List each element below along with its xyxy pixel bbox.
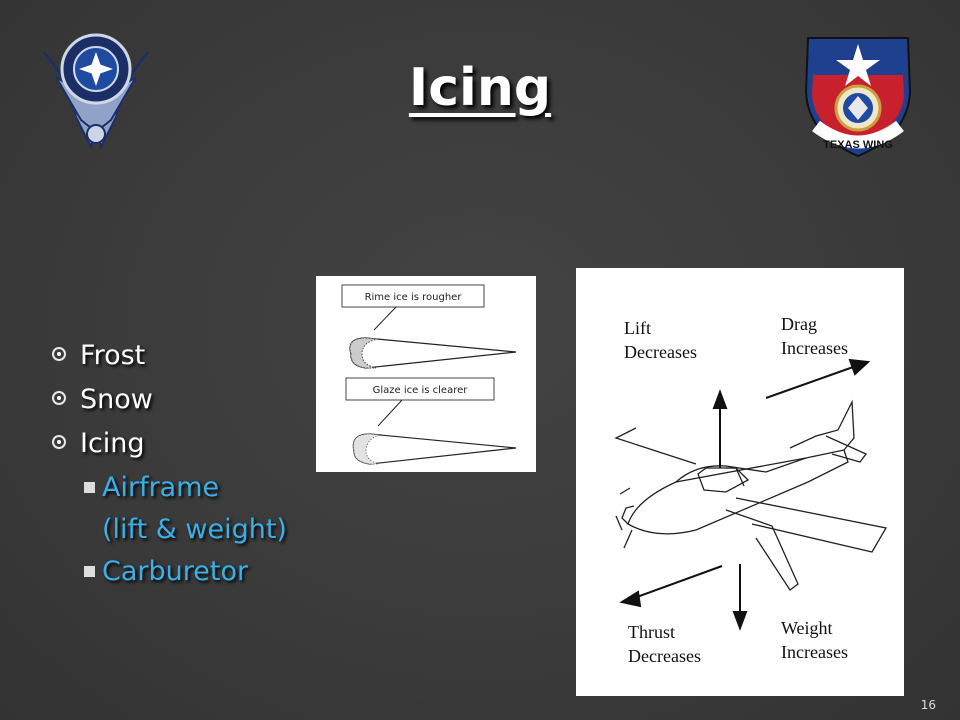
bullet-item: Frost bbox=[52, 340, 287, 384]
aircraft-forces-figure: Lift Decreases Drag Increases Thrust Dec… bbox=[576, 268, 904, 696]
bullet-text: Frost bbox=[80, 340, 146, 371]
bullet-item: Snow bbox=[52, 384, 287, 428]
sub-bullet-text: (lift & weight) bbox=[102, 514, 287, 545]
bullet-item: Icing bbox=[52, 428, 287, 472]
glaze-ice-deposit bbox=[352, 433, 381, 465]
slide-title: Icing bbox=[408, 58, 552, 118]
weight-label-2: Increases bbox=[781, 642, 848, 662]
bullet-marker-icon bbox=[52, 347, 66, 361]
lift-label: Lift bbox=[624, 318, 651, 338]
texas-wing-text: TEXAS WING bbox=[823, 139, 893, 151]
lift-arrowhead-icon bbox=[712, 389, 728, 409]
rime-ice-deposit bbox=[349, 337, 379, 369]
lift-label-2: Decreases bbox=[624, 342, 697, 362]
sub-bullet-continuation: (lift & weight) bbox=[52, 514, 287, 556]
sub-bullet-text: Airframe bbox=[102, 472, 220, 503]
weight-label: Weight bbox=[781, 618, 833, 638]
page-number: 16 bbox=[920, 698, 936, 712]
bullet-text: Snow bbox=[80, 384, 153, 415]
drag-arrowhead-icon bbox=[848, 358, 871, 376]
thrust-label: Thrust bbox=[628, 622, 675, 642]
rime-caption-box bbox=[341, 284, 485, 308]
thrust-label-2: Decreases bbox=[628, 646, 701, 666]
bullet-list: Frost Snow Icing Airframe (lift & weight… bbox=[52, 340, 287, 598]
sub-bullet-item: Carburetor bbox=[52, 556, 287, 598]
airplane-drawing bbox=[614, 399, 888, 591]
bullet-marker-icon bbox=[52, 435, 66, 449]
drag-arrow bbox=[765, 365, 857, 399]
sub-bullet-item: Airframe bbox=[52, 472, 287, 514]
square-bullet-icon bbox=[84, 566, 95, 577]
drag-label: Drag bbox=[781, 314, 817, 334]
ice-airfoil-figure: Rime ice is rougher Glaze ice is clearer bbox=[316, 276, 536, 472]
air-force-cap-emblem-icon bbox=[43, 33, 149, 151]
sub-bullet-text: Carburetor bbox=[102, 556, 249, 587]
rime-caption: Rime ice is rougher bbox=[365, 292, 463, 303]
texas-wing-patch-icon: TEXAS WING bbox=[804, 37, 912, 158]
thrust-arrow bbox=[633, 565, 723, 599]
glaze-caption: Glaze ice is clearer bbox=[373, 385, 469, 396]
weight-arrowhead-icon bbox=[732, 611, 748, 631]
bullet-text: Icing bbox=[80, 428, 145, 459]
thrust-arrowhead-icon bbox=[619, 590, 642, 608]
bullet-marker-icon bbox=[52, 391, 66, 405]
square-bullet-icon bbox=[84, 482, 95, 493]
drag-label-2: Increases bbox=[781, 338, 848, 358]
glaze-caption-box bbox=[345, 377, 495, 401]
force-arrows bbox=[619, 358, 871, 631]
